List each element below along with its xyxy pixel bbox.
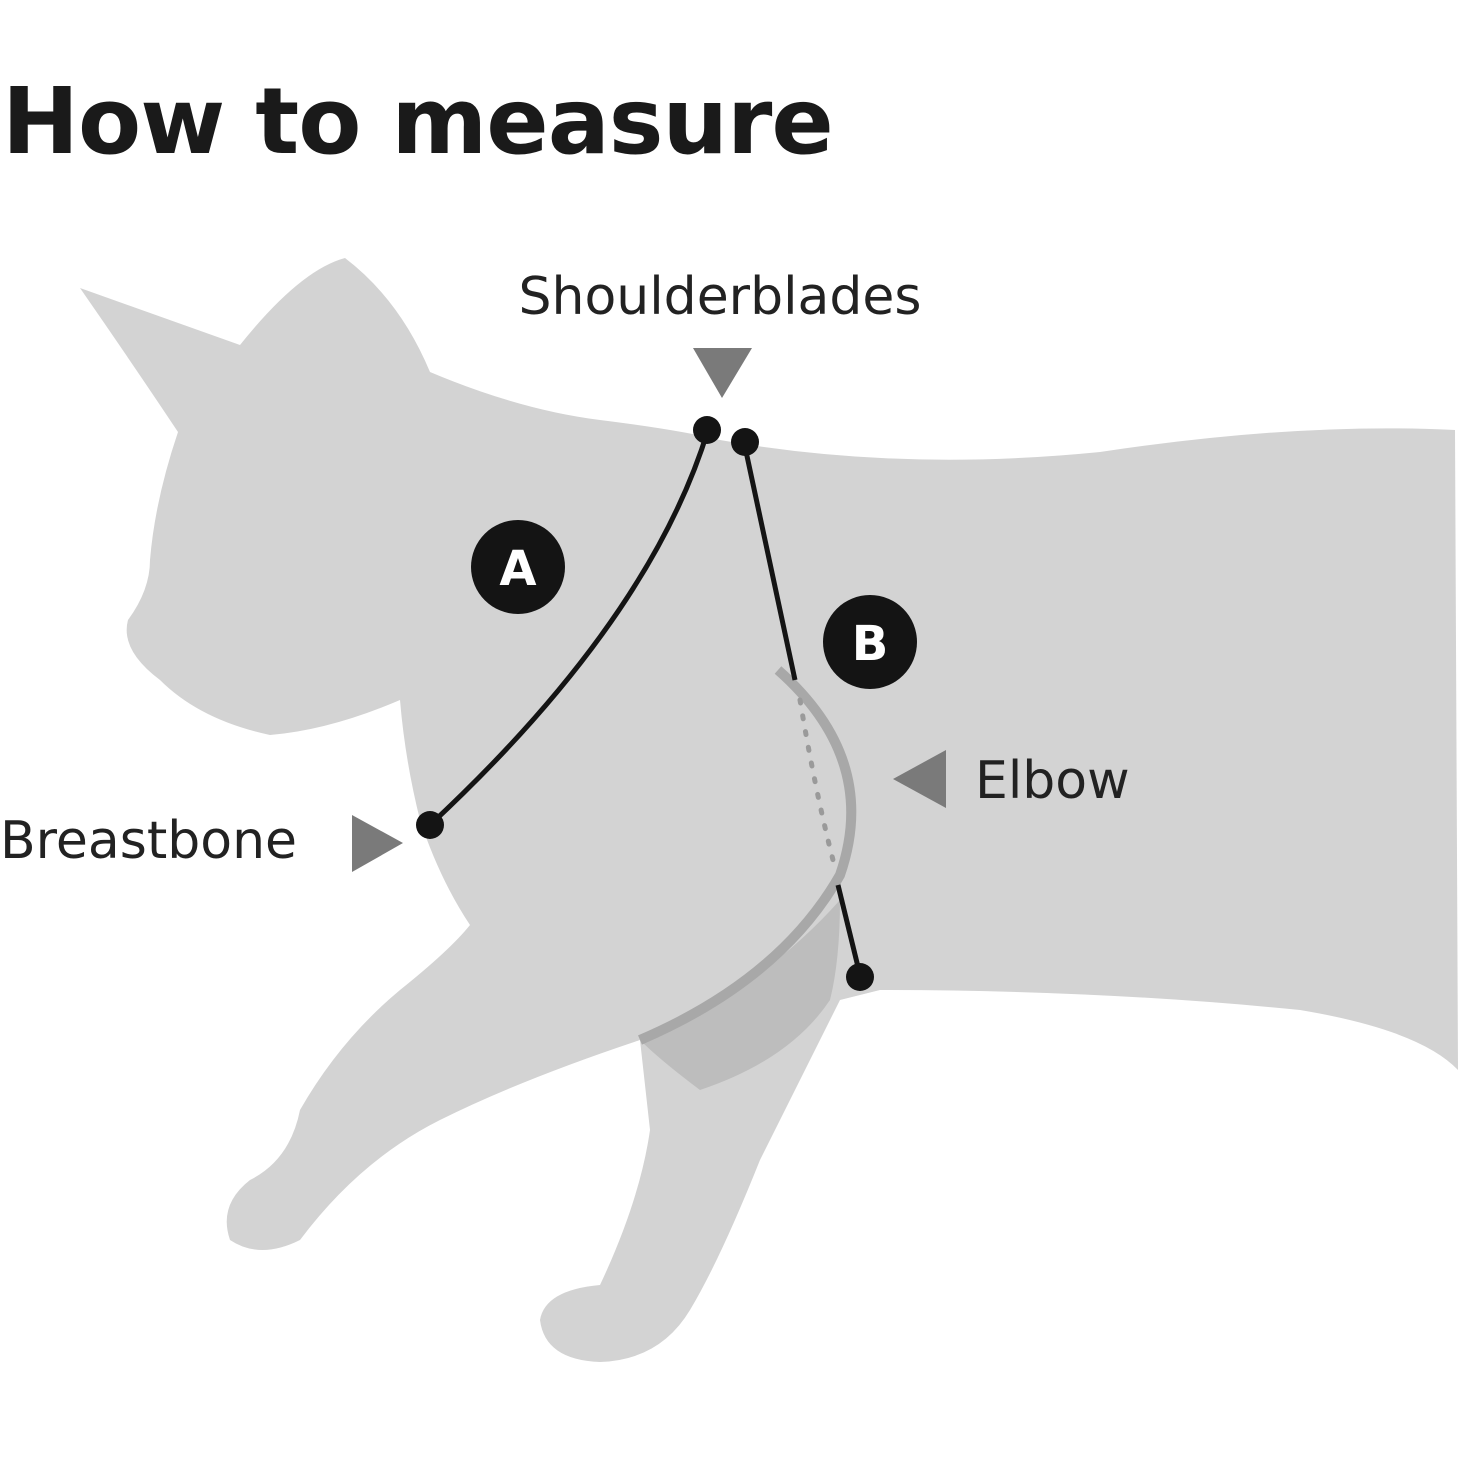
label-breastbone: Breastbone (0, 811, 297, 871)
point-breastbone (416, 811, 444, 839)
dotted-line (797, 697, 836, 863)
arrow-right-icon (352, 815, 403, 872)
label-elbow: Elbow (975, 751, 1130, 811)
harness-strap (638, 666, 857, 1045)
measurement-line-b-bottom (835, 884, 863, 976)
point-elbow (846, 963, 874, 991)
point-shoulder-b (731, 428, 759, 456)
measurement-line-a (428, 429, 711, 827)
arrow-left-icon (893, 750, 946, 808)
svg-text:A: A (499, 541, 536, 597)
measurement-line-b-top (741, 441, 798, 681)
label-shoulderblades: Shoulderblades (519, 267, 922, 327)
page-title: How to measure (2, 68, 834, 175)
cat-silhouette (80, 258, 1458, 1362)
badge-a: A (471, 520, 565, 614)
point-shoulder-a (693, 416, 721, 444)
badge-b: B (823, 595, 917, 689)
svg-text:B: B (852, 616, 889, 672)
arrow-down-icon (693, 348, 752, 398)
leg-shadow (640, 900, 840, 1090)
